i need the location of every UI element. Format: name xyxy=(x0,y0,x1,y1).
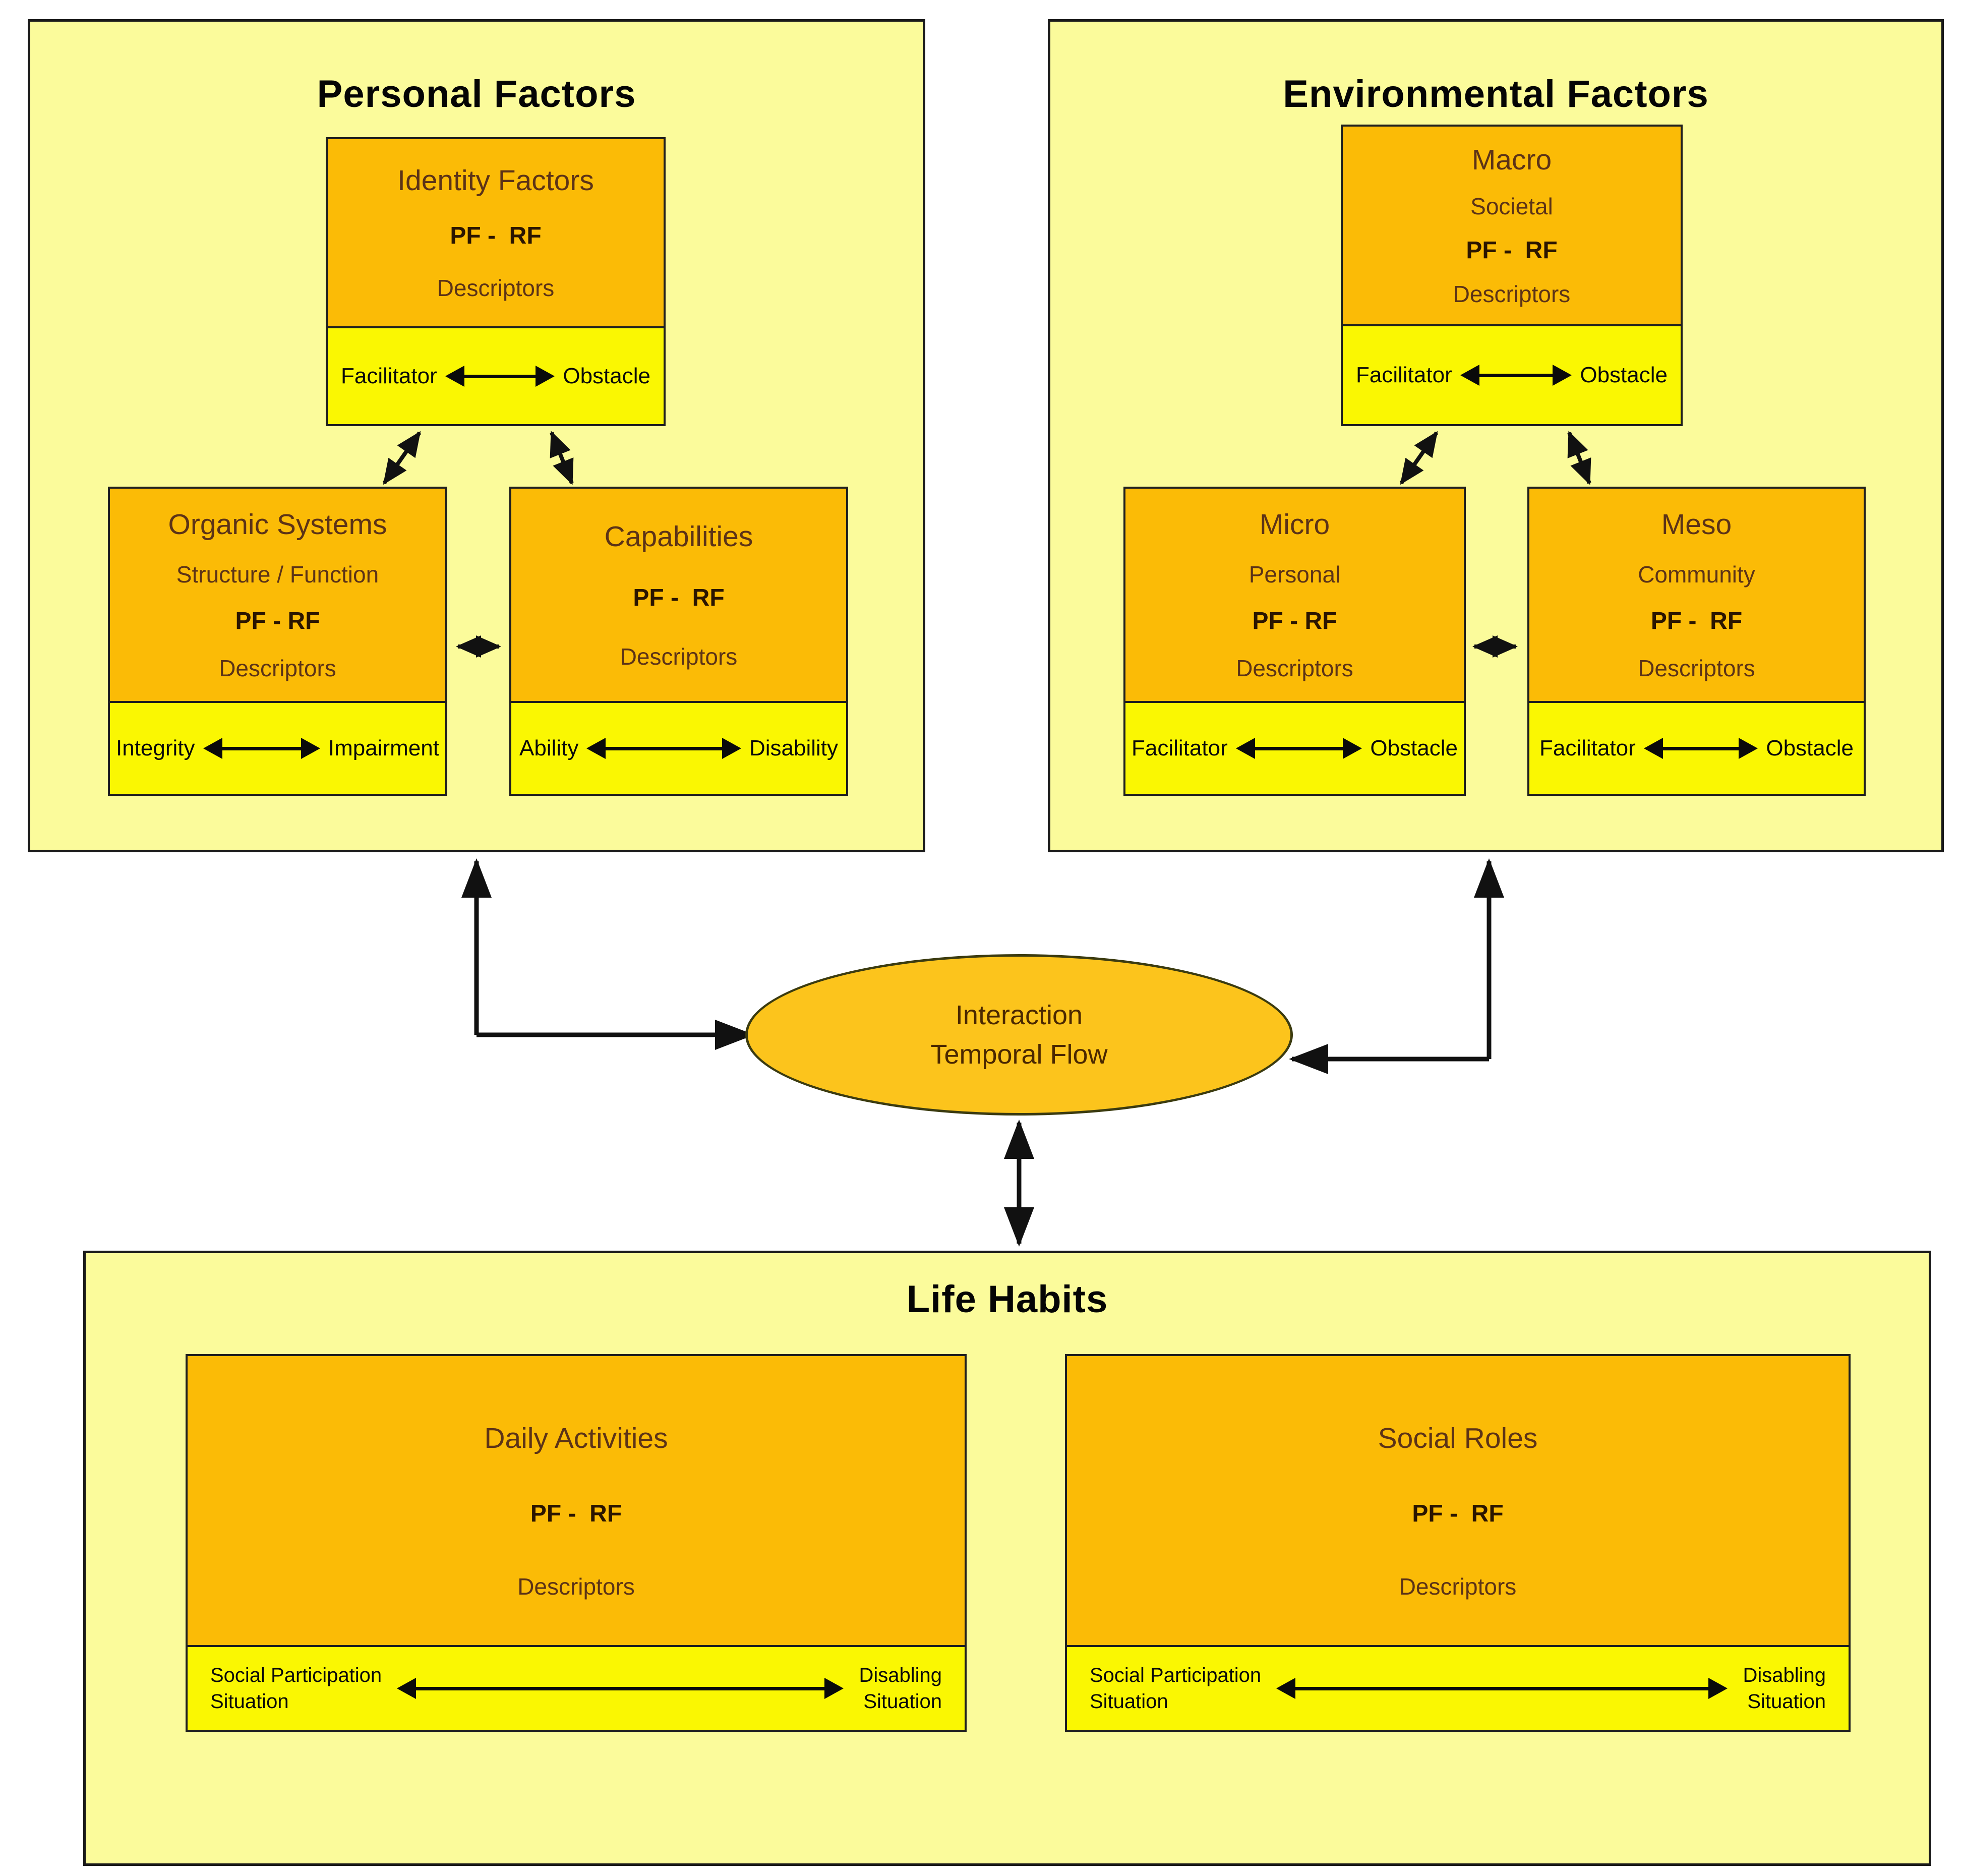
meso-main: Meso Community PF - RF Descriptors xyxy=(1529,489,1864,701)
personal-factors-title: Personal Factors xyxy=(317,73,636,115)
macro-box: Macro Societal PF - RF Descriptors Facil… xyxy=(1341,125,1683,426)
social-participation-label: Social Participation Situation xyxy=(1090,1664,1262,1713)
macro-main: Macro Societal PF - RF Descriptors xyxy=(1343,127,1681,324)
box-title: Social Roles xyxy=(1378,1422,1538,1454)
descriptors-label: Descriptors xyxy=(1236,655,1353,681)
impairment-label: Impairment xyxy=(328,736,439,760)
descriptors-label: Descriptors xyxy=(1399,1573,1517,1600)
capabilities-main: Capabilities PF - RF Descriptors xyxy=(511,489,846,701)
descriptors-label: Descriptors xyxy=(219,655,336,681)
box-title: Macro xyxy=(1471,143,1552,176)
box-title: Daily Activities xyxy=(484,1422,668,1454)
obstacle-label: Obstacle xyxy=(1766,736,1854,760)
pf-rf-label: PF - RF xyxy=(450,222,542,249)
disability-label: Disability xyxy=(749,736,838,760)
identity-factors-box: Identity Factors PF - RF Descriptors Fac… xyxy=(326,137,666,426)
social-roles-scale-strip: Social Participation Situation Disabling… xyxy=(1067,1645,1849,1730)
descriptors-label: Descriptors xyxy=(620,643,738,670)
pf-rf-label: PF - RF xyxy=(1252,608,1337,635)
integrity-label: Integrity xyxy=(116,736,195,760)
micro-box: Micro Personal PF - RF Descriptors Facil… xyxy=(1123,487,1466,796)
box-title: Identity Factors xyxy=(397,164,594,197)
double-arrow-icon xyxy=(1276,1678,1728,1699)
facilitator-label: Facilitator xyxy=(1356,363,1452,387)
daily-activities-scale-strip: Social Participation Situation Disabling… xyxy=(188,1645,965,1730)
obstacle-label: Obstacle xyxy=(1580,363,1668,387)
social-roles-box: Social Roles PF - RF Descriptors Social … xyxy=(1065,1354,1851,1732)
pf-rf-label: PF - RF xyxy=(1650,608,1743,635)
daily-activities-box: Daily Activities PF - RF Descriptors Soc… xyxy=(186,1354,967,1732)
double-arrow-icon xyxy=(1460,365,1572,386)
double-arrow-icon xyxy=(1236,738,1362,759)
descriptors-label: Descriptors xyxy=(517,1573,635,1600)
obstacle-label: Obstacle xyxy=(1370,736,1458,760)
interaction-label: Interaction xyxy=(955,1000,1083,1030)
box-subtitle: Societal xyxy=(1470,193,1553,220)
macro-scale-strip: Facilitator Obstacle xyxy=(1343,324,1681,424)
box-title: Organic Systems xyxy=(168,508,387,541)
double-arrow-icon xyxy=(1644,738,1758,759)
facilitator-label: Facilitator xyxy=(1539,736,1636,760)
identity-factors-main: Identity Factors PF - RF Descriptors xyxy=(328,139,664,326)
box-subtitle: Structure / Function xyxy=(176,561,379,588)
descriptors-label: Descriptors xyxy=(1638,655,1755,681)
pf-rf-label: PF - RF xyxy=(633,584,725,611)
facilitator-label: Facilitator xyxy=(341,364,437,388)
meso-scale-strip: Facilitator Obstacle xyxy=(1529,701,1864,794)
facilitator-label: Facilitator xyxy=(1132,736,1228,760)
box-subtitle: Community xyxy=(1638,561,1755,588)
descriptors-label: Descriptors xyxy=(1453,281,1571,308)
capabilities-scale-strip: Ability Disability xyxy=(511,701,846,794)
pf-rf-label: PF - RF xyxy=(235,608,320,635)
double-arrow-icon xyxy=(397,1678,844,1699)
obstacle-label: Obstacle xyxy=(563,364,650,388)
box-title: Meso xyxy=(1661,508,1732,541)
life-habits-title: Life Habits xyxy=(906,1278,1108,1321)
meso-box: Meso Community PF - RF Descriptors Facil… xyxy=(1527,487,1866,796)
organic-scale-strip: Integrity Impairment xyxy=(110,701,445,794)
interaction-ellipse: Interaction Temporal Flow xyxy=(745,954,1293,1116)
box-title: Micro xyxy=(1259,508,1330,541)
box-title: Capabilities xyxy=(604,520,753,553)
social-roles-main: Social Roles PF - RF Descriptors xyxy=(1067,1356,1849,1645)
double-arrow-icon xyxy=(203,738,320,759)
ability-label: Ability xyxy=(519,736,579,760)
environmental-factors-title: Environmental Factors xyxy=(1283,73,1709,115)
descriptors-label: Descriptors xyxy=(437,275,555,301)
temporal-flow-label: Temporal Flow xyxy=(930,1039,1108,1070)
pf-rf-label: PF - RF xyxy=(1412,1500,1504,1527)
micro-main: Micro Personal PF - RF Descriptors xyxy=(1125,489,1464,701)
pf-rf-label: PF - RF xyxy=(1466,237,1558,264)
micro-scale-strip: Facilitator Obstacle xyxy=(1125,701,1464,794)
double-arrow-icon xyxy=(445,366,555,387)
identity-scale-strip: Facilitator Obstacle xyxy=(328,326,664,424)
double-arrow-icon xyxy=(586,738,741,759)
daily-activities-main: Daily Activities PF - RF Descriptors xyxy=(188,1356,965,1645)
organic-systems-main: Organic Systems Structure / Function PF … xyxy=(110,489,445,701)
box-subtitle: Personal xyxy=(1248,561,1341,588)
pf-rf-label: PF - RF xyxy=(530,1500,622,1527)
organic-systems-box: Organic Systems Structure / Function PF … xyxy=(108,487,447,796)
disabling-situation-label: Disabling Situation xyxy=(1743,1664,1826,1713)
disabling-situation-label: Disabling Situation xyxy=(859,1664,942,1713)
capabilities-box: Capabilities PF - RF Descriptors Ability… xyxy=(509,487,848,796)
social-participation-label: Social Participation Situation xyxy=(210,1664,382,1713)
